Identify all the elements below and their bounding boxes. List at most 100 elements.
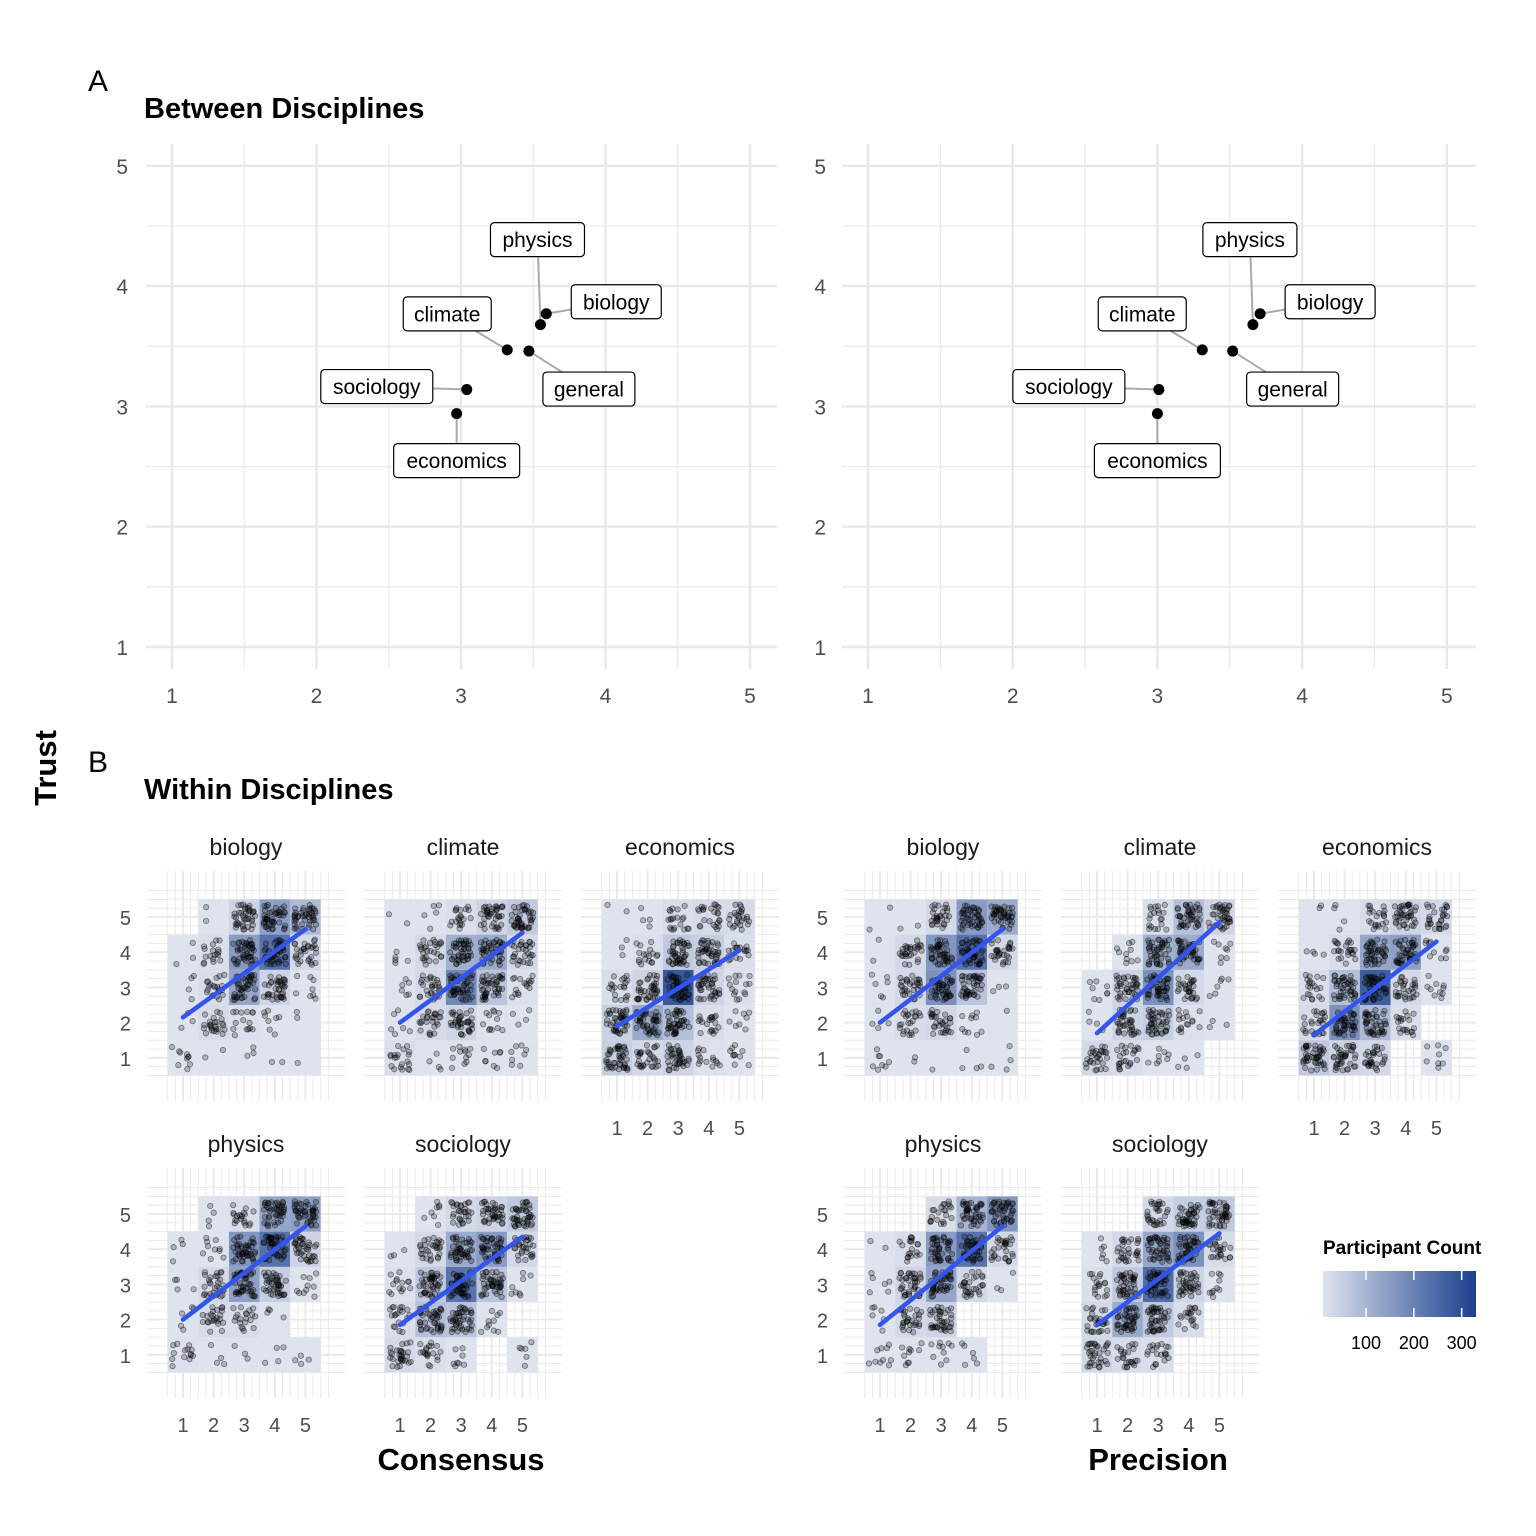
jitter-point: [280, 912, 287, 919]
jitter-point: [1313, 1066, 1320, 1073]
jitter-point: [293, 955, 300, 962]
jitter-point: [665, 1066, 672, 1073]
jitter-point: [280, 984, 288, 991]
x-tick-label: 1: [394, 1415, 405, 1437]
jitter-point: [1176, 1016, 1183, 1023]
jitter-point: [743, 1014, 750, 1021]
heat-cell: [384, 969, 416, 1005]
jitter-point: [1378, 1027, 1386, 1034]
jitter-point: [1347, 996, 1354, 1003]
jitter-point: [449, 1234, 457, 1241]
jitter-point: [308, 944, 315, 951]
jitter-point: [1116, 996, 1123, 1003]
jitter-point: [1104, 990, 1111, 997]
jitter-point: [251, 995, 259, 1002]
jitter-point: [292, 1357, 299, 1364]
jitter-point: [244, 950, 251, 958]
jitter-point: [393, 1277, 400, 1284]
jitter-point: [282, 960, 289, 968]
jitter-point: [249, 941, 256, 948]
jitter-point: [1123, 959, 1130, 967]
jitter-point: [1178, 1025, 1185, 1033]
jitter-point: [312, 1198, 319, 1206]
jitter-point: [1116, 1066, 1123, 1073]
jitter-point: [310, 1252, 317, 1260]
jitter-point: [1181, 1055, 1188, 1062]
jitter-point: [244, 1355, 251, 1362]
jitter-point: [292, 954, 299, 961]
jitter-point: [712, 1019, 719, 1026]
jitter-point: [512, 1289, 519, 1296]
jitter-point: [437, 1066, 444, 1073]
jitter-point: [428, 1274, 436, 1281]
y-tick-label: 2: [116, 517, 128, 540]
jitter-point: [308, 961, 315, 968]
jitter-point: [416, 993, 423, 1000]
jitter-point: [515, 1257, 522, 1264]
jitter-point: [232, 1290, 239, 1298]
jitter-point: [1217, 977, 1224, 984]
jitter-point: [1317, 1047, 1324, 1054]
facet-strip-biology: biology: [907, 834, 980, 860]
jitter-point: [991, 918, 998, 925]
jitter-point: [490, 976, 497, 983]
jitter-point: [1113, 945, 1121, 952]
jitter-point: [643, 951, 650, 958]
heat-cell: [476, 969, 508, 1005]
jitter-point: [463, 986, 471, 993]
jitter-point: [712, 992, 720, 1000]
jitter-point: [872, 980, 879, 988]
jitter-point: [266, 909, 273, 916]
jitter-point: [1406, 1016, 1413, 1024]
jitter-point: [231, 991, 238, 998]
jitter-point: [251, 1250, 258, 1257]
jitter-point: [520, 1275, 527, 1283]
jitter-point: [216, 937, 223, 944]
jitter-point: [239, 921, 246, 928]
jitter-point: [310, 915, 317, 922]
jitter-point: [210, 1027, 218, 1035]
jitter-point: [521, 1051, 528, 1058]
label-leader: [475, 330, 508, 351]
jitter-point: [700, 937, 707, 944]
jitter-point: [1209, 911, 1216, 918]
jitter-point: [902, 1007, 909, 1015]
jitter-point: [448, 1022, 455, 1029]
jitter-point: [1162, 993, 1170, 1000]
jitter-point: [175, 1062, 182, 1069]
jitter-point: [449, 1022, 457, 1029]
jitter-point: [427, 1031, 434, 1039]
jitter-point: [478, 977, 486, 984]
jitter-point: [201, 945, 208, 953]
jitter-point: [464, 989, 471, 997]
jitter-point: [214, 1008, 221, 1015]
jitter-point: [1369, 1030, 1376, 1037]
jitter-point: [1162, 1027, 1169, 1034]
jitter-point: [205, 1223, 213, 1230]
jitter-point: [278, 905, 285, 912]
jitter-point: [449, 1054, 456, 1061]
jitter-point: [743, 915, 750, 923]
heat-cell: [167, 969, 199, 1005]
jitter-point: [189, 939, 196, 946]
jitter-point: [698, 1018, 706, 1026]
jitter-point: [939, 908, 946, 916]
jitter-point: [422, 943, 430, 950]
x-tick-label: 5: [300, 1415, 311, 1437]
y-tick-label: 3: [814, 396, 826, 419]
jitter-point: [458, 1030, 465, 1038]
jitter-point: [242, 945, 249, 952]
jitter-point: [238, 1009, 245, 1016]
jitter-point: [931, 1023, 938, 1030]
jitter-point: [231, 996, 239, 1003]
heat-cell: [1204, 1005, 1235, 1041]
jitter-point: [1399, 1016, 1407, 1023]
jitter-point: [428, 1209, 435, 1216]
jitter-point: [734, 919, 741, 927]
jitter-point: [302, 916, 309, 923]
jitter-point: [190, 1286, 197, 1293]
jitter-point: [527, 951, 535, 958]
jitter-point: [211, 1019, 219, 1026]
jitter-point: [523, 1207, 530, 1214]
